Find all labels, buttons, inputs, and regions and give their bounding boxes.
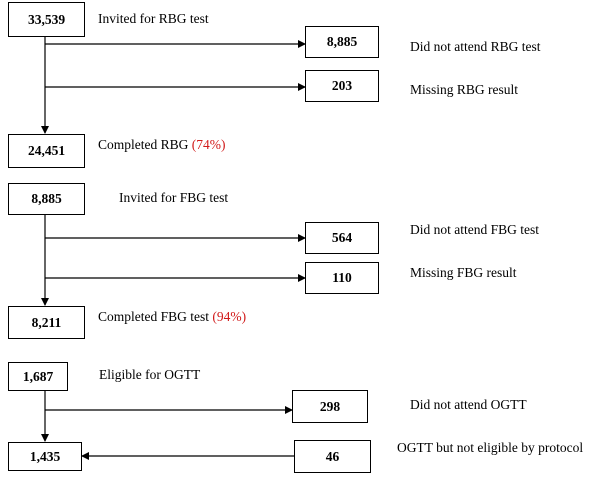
stage1-exclusion-1-box: 8,885: [305, 26, 379, 58]
stage1-exclusion-2-label: Missing RBG result: [410, 82, 519, 97]
stage1-start-label: Invited for RBG test: [98, 11, 209, 26]
stage3-exclusion-1-box: 298: [292, 390, 368, 423]
stage2-start-value: 8,885: [31, 191, 62, 206]
stage1-exclusion-1-value: 8,885: [326, 34, 358, 49]
stage3-end-value: 1,435: [29, 448, 61, 464]
stage1-start-value: 33,539: [27, 11, 66, 27]
stage1-end-value: 24,451: [27, 143, 66, 158]
stage1-end-label-row: Completed RBG (74%): [98, 137, 226, 153]
stage2-end-box: 8,211: [8, 306, 85, 339]
stage1-end-percent: (74%): [191, 137, 226, 152]
stage2-start-label: Invited for FBG test: [119, 190, 229, 205]
stage2-end-percent: (94%): [212, 309, 247, 324]
stage1-exclusion-2-box: 203: [305, 70, 379, 102]
stage3-addition-value: 46: [325, 448, 340, 464]
stage1-exclusion-1-label: Did not attend RBG test: [410, 39, 541, 54]
stage2-end-label: Completed FBG test: [98, 309, 209, 324]
stage2-exclusion-1-label: Did not attend FBG test: [410, 222, 539, 237]
stage2-end-label-row: Completed FBG test (94%): [98, 309, 246, 325]
stage3-start-label: Eligible for OGTT: [99, 367, 201, 382]
stage2-exclusion-1-value: 564: [331, 230, 353, 245]
stage2-exclusion-2-box: 110: [305, 262, 379, 294]
stage2-exclusion-2-value: 110: [332, 270, 352, 285]
stage2-end-value: 8,211: [31, 314, 62, 330]
stage1-end-label: Completed RBG: [98, 137, 189, 152]
stage3-exclusion-1-value: 298: [319, 398, 341, 414]
stage2-exclusion-1-box: 564: [305, 222, 379, 254]
stage1-end-box: 24,451: [8, 134, 85, 168]
stage3-start-box: 1,687: [8, 362, 68, 391]
stage1-exclusion-2-value: 203: [331, 78, 353, 93]
stage3-end-box: 1,435: [8, 442, 82, 471]
stage3-addition-label: OGTT but not eligible by protocol: [397, 440, 584, 455]
stage3-addition-box: 46: [294, 440, 371, 473]
stage2-start-box: 8,885: [8, 183, 85, 215]
stage1-start-box: 33,539: [8, 2, 85, 37]
stage3-exclusion-1-label: Did not attend OGTT: [410, 397, 527, 412]
stage2-exclusion-2-label: Missing FBG result: [410, 265, 517, 280]
stage3-start-value: 1,687: [22, 368, 54, 384]
